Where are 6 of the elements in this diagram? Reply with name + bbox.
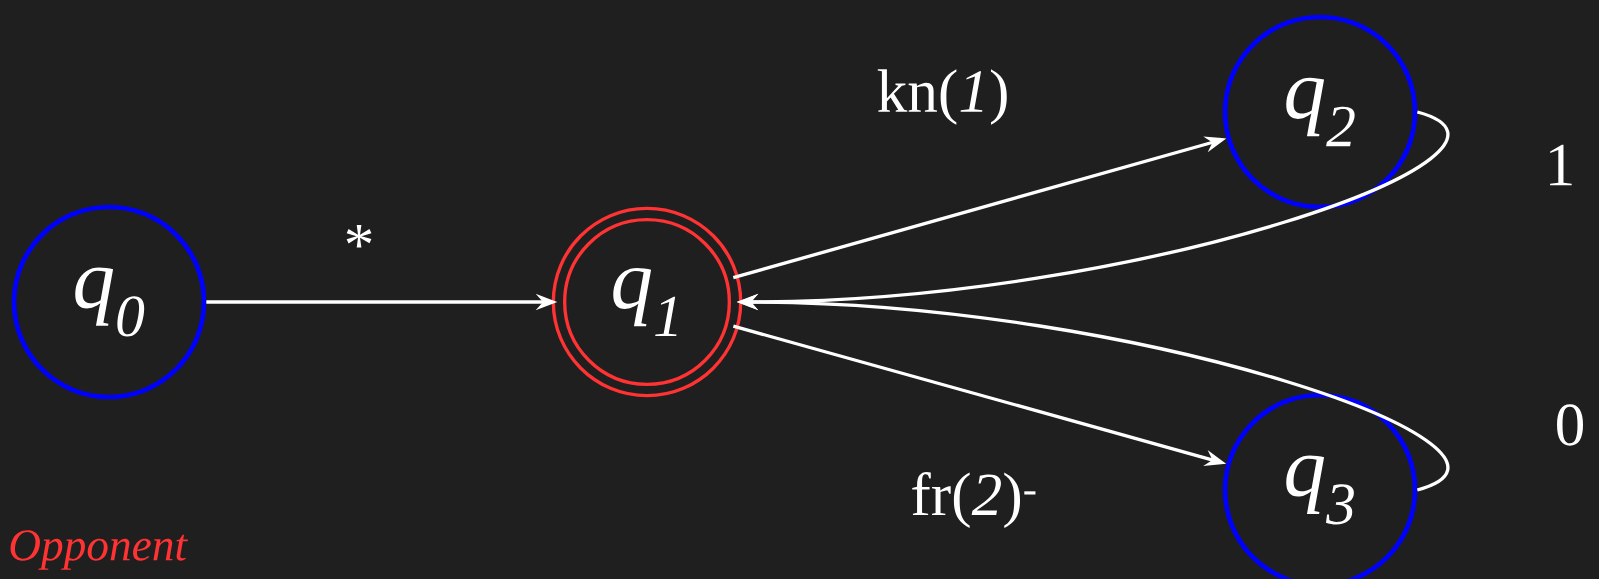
side-label: Opponent: [10, 530, 188, 570]
edge-label: kn(1): [877, 69, 1007, 125]
edge-label: 0: [1557, 404, 1583, 446]
edge-label: 1: [1550, 144, 1572, 186]
edge-label: *: [346, 224, 372, 248]
edge-label: fr(2)$^{-}$: [912, 471, 1036, 529]
